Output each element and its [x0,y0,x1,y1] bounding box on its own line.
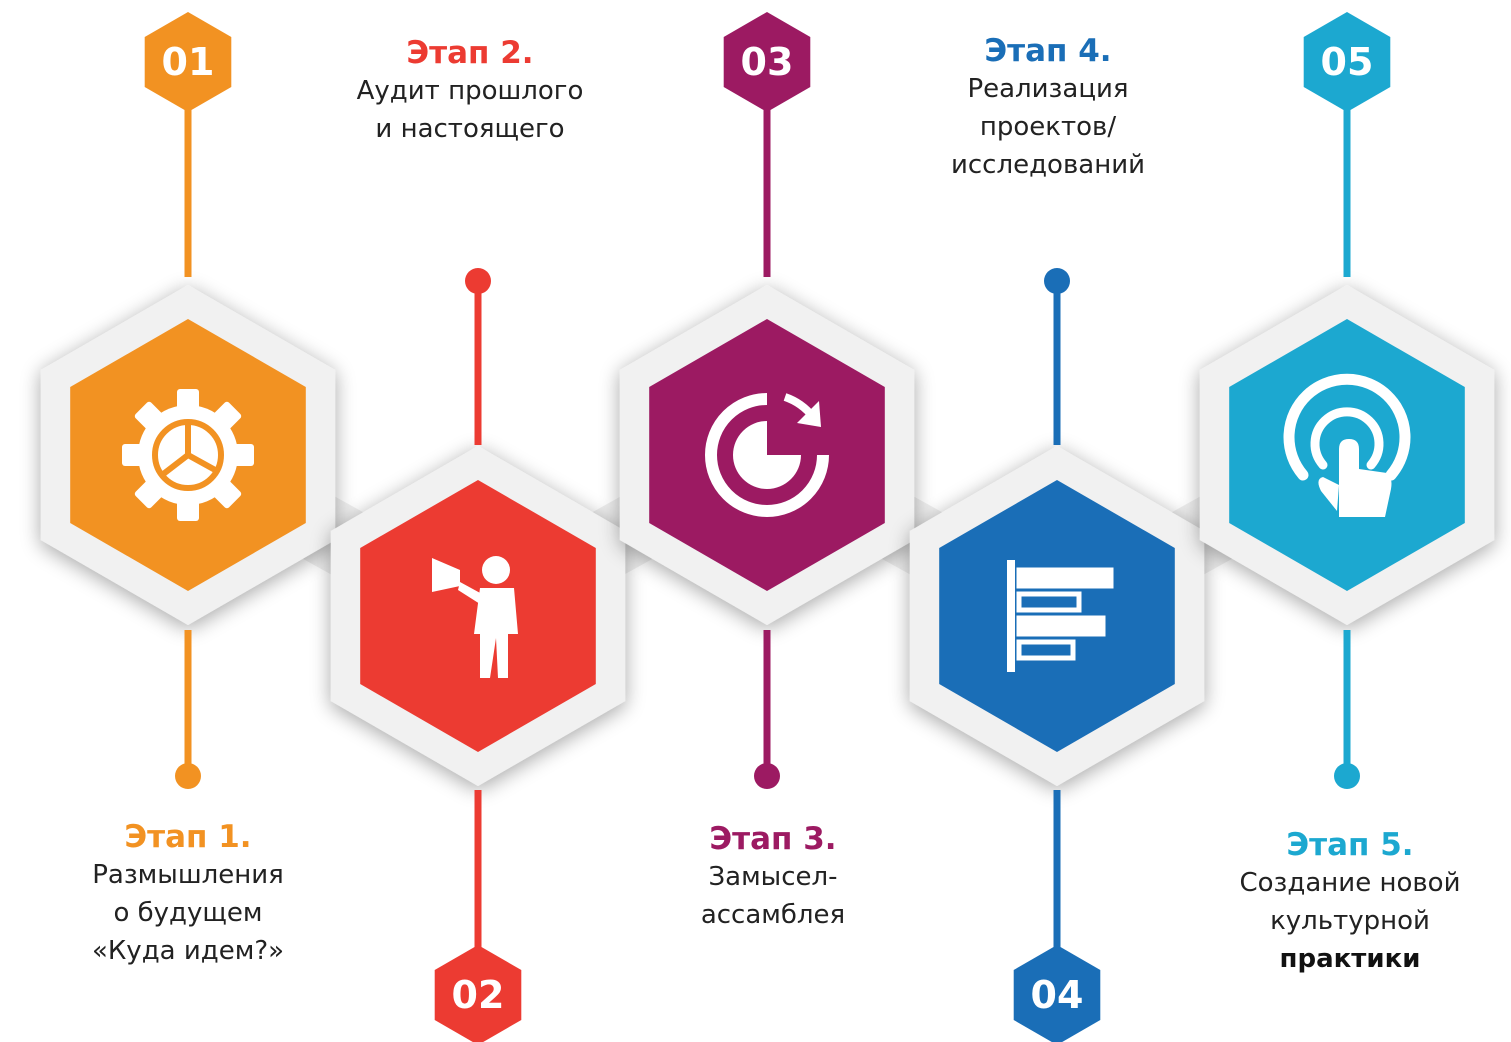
stage-description-line: Аудит прошлого [356,76,584,106]
stage-description-line: «Куда идем?» [91,936,285,966]
number-badge-label: 03 [741,40,794,84]
number-badge-label: 01 [162,40,215,84]
number-badge-04 [1013,945,1101,1042]
stage-title: Этап 3. [709,821,837,857]
connector-dot-05 [1334,763,1360,789]
stage-description-line: Замысел- [708,862,838,892]
stage-description-line: практики [1279,944,1421,974]
number-badge-label: 05 [1321,40,1374,84]
stage-title: Этап 4. [984,33,1112,69]
stage-title: Этап 2. [406,35,534,71]
number-badge-05 [1303,12,1391,112]
stage-description-line: ассамблея [700,900,846,930]
connector-dot-01 [175,763,201,789]
stage-title: Этап 1. [124,819,252,855]
stage-caption-01: Этап 1. Размышления о будущем «Куда идем?» [38,818,338,970]
stage-description-line: Создание новой [1239,868,1461,898]
person-megaphone-icon [432,556,518,678]
horizontal-bar-chart-icon [1007,560,1114,672]
number-badge-label: 04 [1031,973,1084,1017]
stage-description-line: и настоящего [375,114,565,144]
connector-dot-04 [1044,268,1070,294]
stage-title: Этап 5. [1286,827,1414,863]
stage-description-line: Размышления [92,860,284,890]
gear-pie-chart-icon [122,389,254,521]
touch-tap-icon [1283,373,1411,517]
stage-description-line: Реализация [967,74,1129,104]
stage-description-line: исследований [950,150,1146,180]
number-badge-label: 02 [452,973,505,1017]
pie-chart-refresh-icon [705,393,829,517]
stage-caption-04: Этап 4. Реализация проектов/исследований [898,32,1198,184]
stage-description-line: о будущем [113,898,263,928]
connector-dot-02 [465,268,491,294]
number-badge-01 [144,12,232,112]
stage-caption-05: Этап 5. Создание новой культурной практики [1200,826,1500,978]
stage-caption-02: Этап 2. Аудит прошлого и настоящего [320,34,620,148]
number-badge-02 [434,945,522,1042]
number-badge-03 [723,12,811,112]
connector-dot-03 [754,763,780,789]
stage-description-line: проектов/ [979,112,1117,142]
stage-description-line: культурной [1270,906,1430,936]
stage-caption-03: Этап 3. Замысел-ассамблея [623,820,923,934]
